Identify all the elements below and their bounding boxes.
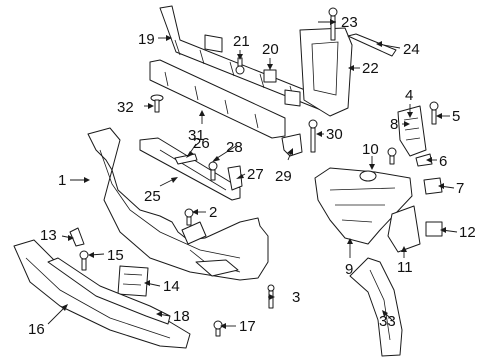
part-25-lower-bar xyxy=(139,137,241,201)
callout-28: 28 xyxy=(226,139,243,156)
part-27-bracket xyxy=(227,165,243,191)
callout-31: 31 xyxy=(188,127,205,144)
callout-4: 4 xyxy=(405,87,413,104)
callout-14: 14 xyxy=(163,278,180,295)
callout-24: 24 xyxy=(403,41,420,58)
part-24-strip xyxy=(347,33,397,57)
callout-6: 6 xyxy=(439,153,447,170)
part-15-bolt xyxy=(79,250,89,271)
callout-3: 3 xyxy=(292,289,300,306)
callout-labels: 19 21 20 23 24 22 4 5 8 32 31 30 26 28 2… xyxy=(28,14,476,338)
callout-27: 27 xyxy=(247,166,264,183)
callout-20: 20 xyxy=(262,41,279,58)
callout-9: 9 xyxy=(345,261,353,278)
callout-8: 8 xyxy=(390,116,398,133)
part-33-arch-liner xyxy=(349,257,403,357)
part-30-bolt xyxy=(308,119,318,153)
callout-2: 2 xyxy=(209,204,217,221)
callout-11: 11 xyxy=(397,259,413,276)
part-31-absorber xyxy=(149,59,286,139)
part-22-bracket xyxy=(299,27,353,117)
part-11-bracket xyxy=(387,205,421,253)
part-7-clip xyxy=(423,177,443,195)
callout-25: 25 xyxy=(144,188,161,205)
callout-15: 15 xyxy=(107,247,124,264)
callout-22: 22 xyxy=(362,60,379,77)
part-14-plate-bracket xyxy=(117,265,149,297)
part-2-bolt xyxy=(184,208,194,226)
callout-7: 7 xyxy=(456,180,464,197)
callout-30: 30 xyxy=(326,126,343,143)
callout-29: 29 xyxy=(275,168,292,185)
part-4-bracket xyxy=(397,105,427,157)
callout-10: 10 xyxy=(362,141,379,158)
part-6-clip xyxy=(415,153,433,167)
part-28-bolt xyxy=(208,161,218,181)
callout-23: 23 xyxy=(341,14,358,31)
callout-12: 12 xyxy=(459,224,476,241)
callout-32: 32 xyxy=(117,99,134,116)
part-13-clip xyxy=(69,227,85,247)
part-29-bracket xyxy=(281,133,303,157)
callout-21: 21 xyxy=(233,33,250,50)
part-21-bolt xyxy=(235,57,245,75)
callout-33: 33 xyxy=(379,313,396,330)
callout-1: 1 xyxy=(58,172,66,189)
callout-19: 19 xyxy=(138,31,155,48)
part-5-bolt xyxy=(429,101,439,125)
leader-arrowheads xyxy=(61,19,446,329)
part-1-bumper-cover xyxy=(87,127,269,281)
callout-5: 5 xyxy=(452,108,460,125)
callout-18: 18 xyxy=(173,308,190,325)
callout-26: 26 xyxy=(193,135,210,152)
part-10-bolt xyxy=(387,147,397,165)
part-32-pin xyxy=(150,94,164,113)
part-12-block xyxy=(425,221,443,237)
part-9-side-bracket xyxy=(314,167,413,245)
part-17-bolt xyxy=(213,320,223,337)
part-20-nut xyxy=(263,69,277,83)
callout-16: 16 xyxy=(28,321,45,338)
callout-13: 13 xyxy=(40,227,57,244)
callout-17: 17 xyxy=(239,318,256,335)
